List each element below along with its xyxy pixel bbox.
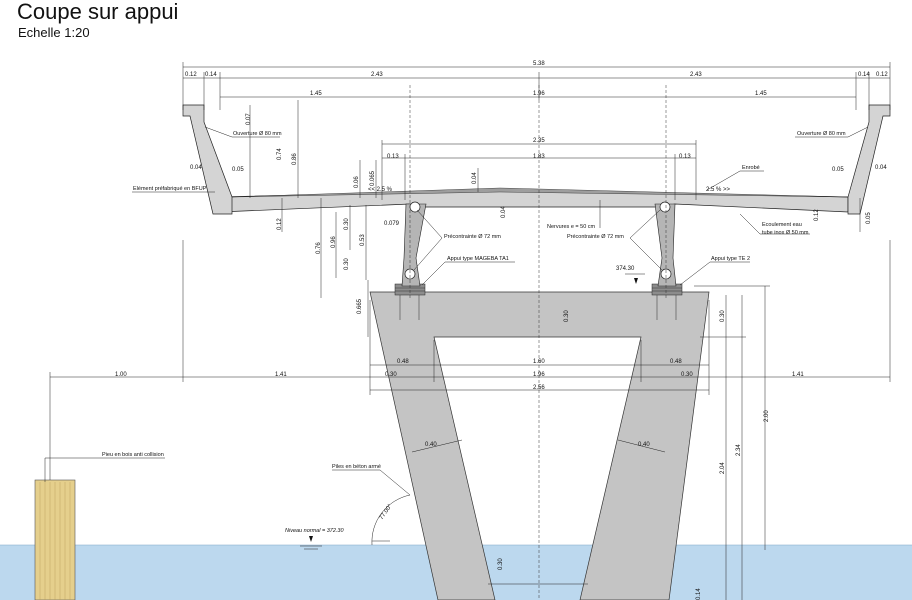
drawing-scale: Echelle 1:20 (18, 25, 90, 40)
dim-2-35: 2.35 (533, 138, 545, 144)
dim-0-12-right: 0.12 (876, 72, 888, 78)
label-precontrainte-left: Précontrainte Ø 72 mm (444, 234, 501, 240)
parapet-left (182, 104, 233, 215)
dim-0-13-left: 0.13 (387, 154, 399, 160)
slope-left: << 2.5 % (368, 187, 393, 193)
dim-2-34: 2.34 (736, 444, 742, 456)
dim-0-76: 0.76 (316, 242, 322, 254)
label-piles: Piles en béton armé (332, 464, 381, 470)
dim-0-40-left: 0.40 (425, 442, 437, 448)
dim-0-53: 0.53 (360, 234, 366, 246)
dim-1-96-pier: 1.96 (533, 372, 545, 378)
dim-0-30-pier-top: 0.30 (564, 310, 570, 322)
dim-0-04-web: 0.04 (501, 206, 507, 218)
dim-0-48-left: 0.48 (397, 359, 409, 365)
label-nervures: Nervures e = 50 cm (547, 224, 596, 230)
deck-slab (219, 189, 849, 213)
dim-0-14-right: 0.14 (858, 72, 870, 78)
leg-thickness-right (617, 439, 666, 453)
label-ouverture-right: Ouverture Ø 80 mm (797, 131, 846, 137)
dim-2-00: 2.00 (764, 410, 770, 422)
dim-0-665: 0.665 (357, 298, 363, 314)
label-niveau: Niveau normal = 372.30 (285, 528, 344, 534)
label-precontrainte-right: Précontrainte Ø 72 mm (567, 234, 624, 240)
dim-0-04-left: 0.04 (190, 165, 202, 171)
dim-1-45-left: 1.45 (310, 91, 322, 97)
label-ouverture-left: Ouverture Ø 80 mm (233, 131, 282, 137)
prestress-duct-right-top (659, 201, 671, 213)
label-ecoulement-2: tube inox Ø 50 mm (762, 230, 809, 236)
dim-2-56: 2.56 (533, 385, 545, 391)
label-enrobe: Enrobé (742, 165, 760, 171)
label-ecoulement-1: Ecoulement eau (762, 222, 802, 228)
prestress-duct-left-bottom (404, 268, 416, 280)
level-374-30: 374.30 (616, 266, 635, 272)
top-dimensions (182, 62, 891, 200)
water-level-marker-icon (309, 536, 313, 542)
dim-0-14-bottom: 0.14 (696, 588, 702, 600)
dim-0-30-pier-right: 0.30 (720, 310, 726, 322)
slope-right: 2.5 % >> (706, 187, 731, 193)
angle-label: 77.00° (379, 503, 394, 521)
leg-thickness-left (411, 439, 463, 453)
dim-2-43-left: 2.43 (371, 72, 383, 78)
dim-0-30-bottom: 0.30 (498, 558, 504, 570)
dim-1-83: 1.83 (533, 154, 545, 160)
label-appui-left: Appui type MAGEBA TA1 (447, 256, 509, 262)
prestress-duct-right-bottom (660, 268, 672, 280)
dim-0-86: 0.86 (292, 153, 298, 165)
level-marker-icon (634, 278, 638, 284)
dim-0-065-top: 0.065 (370, 170, 376, 186)
dim-0-30-top: 0.30 (344, 218, 350, 230)
label-element-bfup: Elément préfabriqué en BFUP (133, 186, 207, 192)
leader-lines (44, 126, 869, 496)
dim-0-05-left: 0.05 (232, 167, 244, 173)
dim-0-05-right: 0.05 (832, 167, 844, 173)
dim-0-12-left: 0.12 (185, 72, 197, 78)
label-pieu: Pieu en bois anti collision (102, 452, 164, 458)
dim-0-14-left: 0.14 (205, 72, 217, 78)
parapet-right (847, 104, 891, 215)
dim-1-45-right: 1.45 (755, 91, 767, 97)
dim-0-48-right: 0.48 (670, 359, 682, 365)
dim-2-04: 2.04 (720, 462, 726, 474)
pier-v-shape (369, 291, 710, 600)
dim-0-05-right-v: 0.05 (866, 212, 872, 224)
dim-0-40-right: 0.40 (638, 442, 650, 448)
pier-dimensions (49, 240, 891, 600)
dim-0-04-center: 0.04 (472, 172, 478, 184)
web-right (654, 203, 677, 287)
angle-arc (371, 494, 411, 546)
dim-0-12-right-v: 0.12 (814, 209, 820, 221)
label-appui-right: Appui type TE 2 (711, 256, 750, 262)
dim-0-74: 0.74 (277, 148, 283, 160)
dim-1-41-right: 1.41 (792, 372, 804, 378)
dim-0-30-right: 0.30 (681, 372, 693, 378)
dim-2-43-right: 2.43 (690, 72, 702, 78)
web-left (401, 203, 427, 287)
dim-0-04-right: 0.04 (875, 165, 887, 171)
dim-0-30-left: 0.30 (385, 372, 397, 378)
drawing-title: Coupe sur appui (17, 0, 179, 24)
dim-5-38: 5.38 (533, 61, 545, 67)
dim-0-079: 0.079 (384, 221, 400, 227)
dim-1-60: 1.60 (533, 359, 545, 365)
dim-0-07: 0.07 (246, 113, 252, 125)
dim-0-12-left-v: 0.12 (277, 218, 283, 230)
dim-1-41-left: 1.41 (275, 372, 287, 378)
deck-vertical-dimensions (249, 100, 861, 337)
dim-0-96: 0.96 (331, 236, 337, 248)
dim-0-30-mid: 0.30 (344, 258, 350, 270)
wood-grain (39, 482, 71, 600)
dim-0-13-right: 0.13 (679, 154, 691, 160)
dim-1-00: 1.00 (115, 372, 127, 378)
dim-1-96-top: 1.96 (533, 91, 545, 97)
prestress-duct-left-top (409, 201, 421, 213)
dim-0-06: 0.06 (354, 176, 360, 188)
